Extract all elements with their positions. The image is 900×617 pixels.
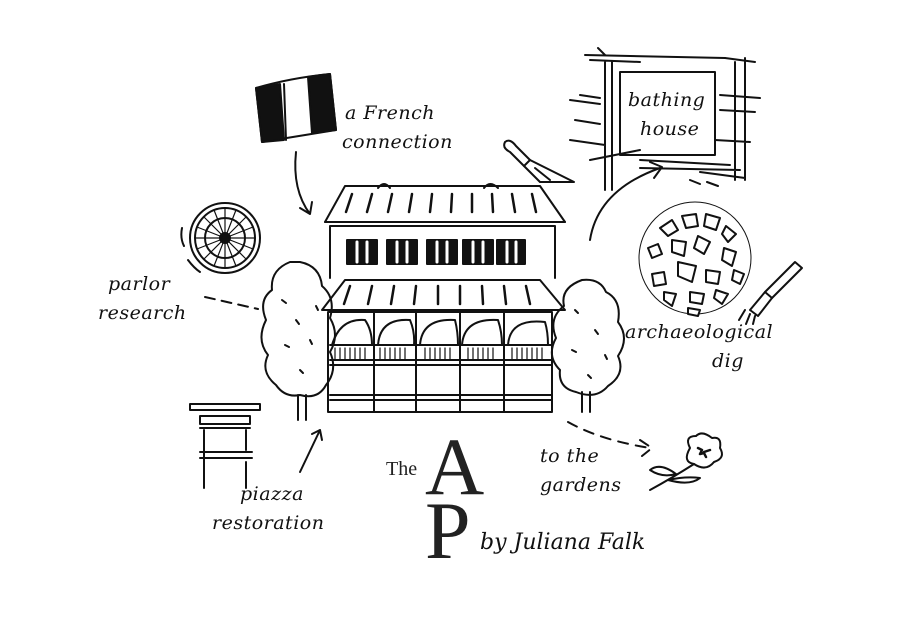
title-the: The xyxy=(386,458,418,480)
arrow-bathing xyxy=(589,161,663,241)
dash-parlor xyxy=(204,296,259,310)
title-letter-a: A xyxy=(425,421,485,512)
trowel-icon xyxy=(503,139,575,183)
arrow-french xyxy=(294,151,313,215)
column-icon xyxy=(189,403,261,489)
brush-icon xyxy=(738,261,803,325)
label-gardens-line1: to the xyxy=(540,445,600,467)
tree-right-icon xyxy=(550,278,625,413)
title-byline: by Juliana Falk xyxy=(480,530,646,555)
label-parlor-line2: research xyxy=(98,302,187,324)
archaeological-dig-icon xyxy=(638,201,752,317)
title-letter-p: P xyxy=(425,485,471,576)
french-flag-icon xyxy=(255,73,337,143)
label-piazza-line1: piazza xyxy=(240,483,304,505)
arrow-gardens xyxy=(567,421,653,457)
label-gardens-line2: gardens xyxy=(540,474,622,496)
label-parlor-line1: parlor xyxy=(108,273,171,295)
arrow-piazza xyxy=(299,429,323,473)
rosette-icon xyxy=(180,202,261,274)
label-dig-line2: dig xyxy=(712,350,744,372)
label-piazza-line2: restoration xyxy=(212,512,325,534)
tree-left-icon xyxy=(260,261,336,421)
flower-icon xyxy=(649,432,723,491)
label-bathing-line1: bathing xyxy=(628,89,706,111)
bathing-house-window-icon xyxy=(569,47,761,191)
label-french-line2: connection xyxy=(342,131,453,153)
house-illustration xyxy=(321,183,566,413)
label-french-line1: a French xyxy=(345,102,435,124)
label-dig-line1: archaeological xyxy=(625,321,774,343)
upper-windows xyxy=(346,239,526,265)
label-bathing-line2: house xyxy=(640,118,700,140)
